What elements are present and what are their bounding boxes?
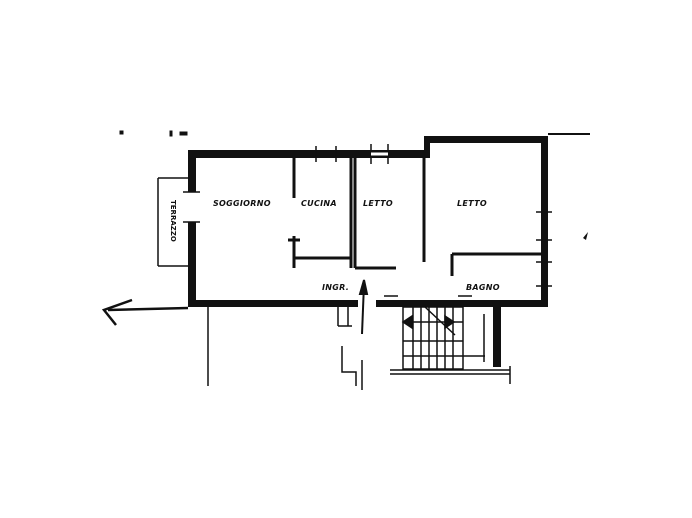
north-marker-icon (583, 232, 588, 240)
room-label-bagno: BAGNO (466, 283, 500, 292)
stray-marks (119, 130, 188, 137)
room-label-letto-1: LETTO (363, 199, 393, 208)
room-label-soggiorno: SOGGIORNO (213, 199, 271, 208)
staircase (401, 306, 485, 370)
entrance-arrow-icon (358, 279, 369, 335)
stair-column (493, 307, 501, 367)
room-label-cucina: CUCINA (301, 199, 337, 208)
exit-arrow-icon (101, 298, 189, 326)
window-marks (183, 144, 552, 297)
room-label-terrazzo: TERRAZZO (169, 200, 177, 242)
exterior-walls (188, 136, 548, 307)
terrazzo-outline (157, 177, 190, 267)
interior-walls (288, 158, 541, 276)
room-label-ingresso: INGR. (322, 283, 350, 292)
lower-structures (207, 307, 511, 390)
room-label-letto-2: LETTO (457, 199, 487, 208)
